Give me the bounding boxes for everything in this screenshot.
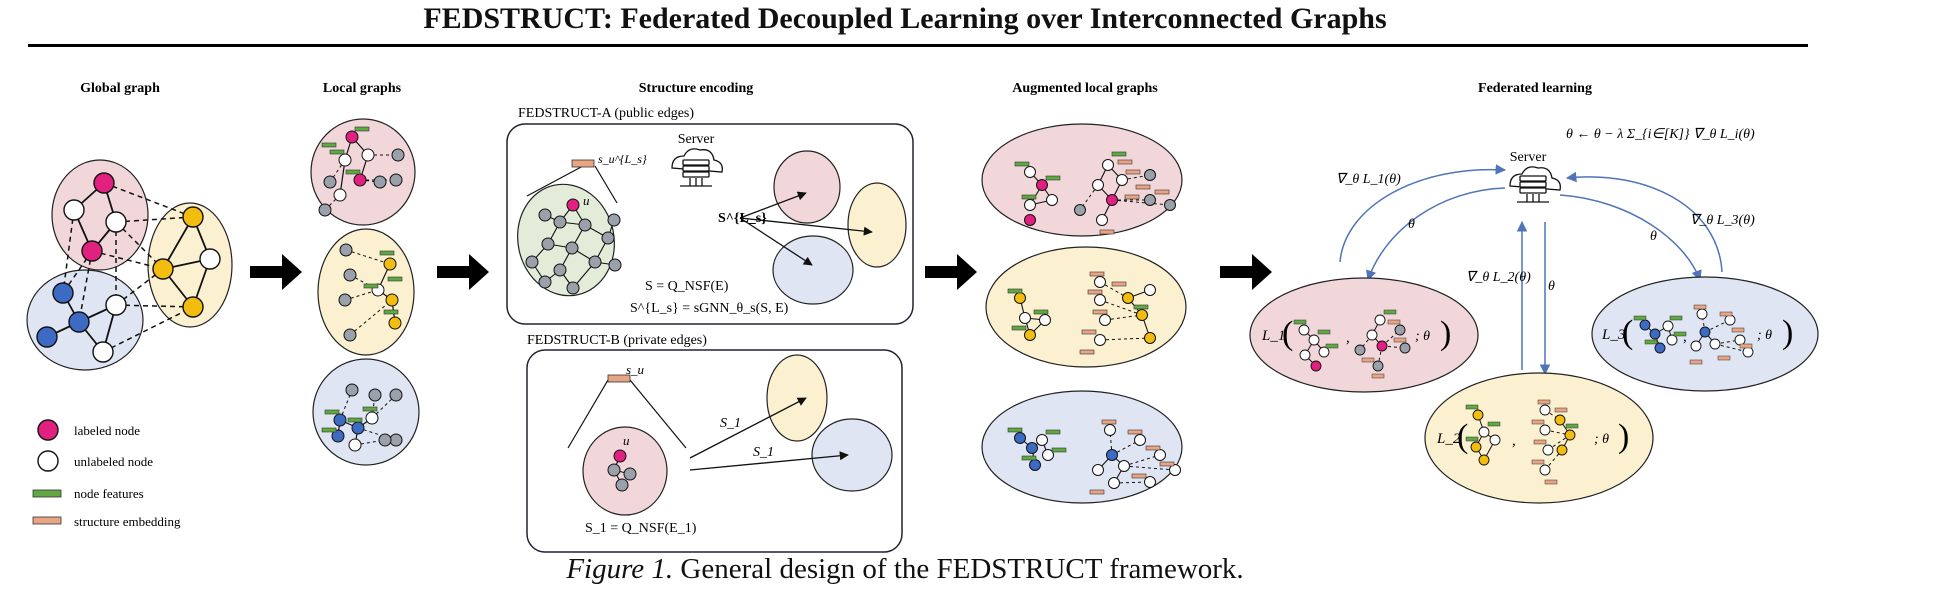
region-blue-b — [811, 418, 893, 492]
equation-s-ls: S^{L_s} = sGNN_θ_s(S, E) — [630, 301, 789, 316]
grad-l1-label: ∇_θ L_1(θ) — [1336, 172, 1401, 187]
augmented-graph-yellow — [985, 246, 1187, 368]
update-rule: θ ← θ − λ Σ_{i∈[K]} ∇_θ L_i(θ) — [1566, 127, 1755, 142]
equation-s1: S_1 = Q_NSF(E_1) — [585, 521, 697, 536]
embedding-su-label: s_u^{L_s} — [598, 152, 647, 166]
legend-structure-embedding-swatch — [32, 516, 62, 525]
region-yellow-b — [766, 354, 828, 442]
semicolon-theta-2: ; θ — [1594, 432, 1609, 447]
flow-arrow-1 — [250, 254, 302, 290]
loss-l2: L_2 — [1436, 431, 1461, 447]
paren-close-2: ) — [1618, 418, 1629, 455]
equation-s: S = Q_NSF(E) — [645, 279, 729, 294]
figure-title-text: FEDSTRUCT: Federated Decoupled Learning … — [423, 2, 1387, 35]
legend: labeled node unlabeled node node feature… — [32, 419, 181, 529]
local-graph-blue — [312, 358, 420, 466]
grad-l3-label: ∇_θ L_3(θ) — [1690, 213, 1755, 228]
comma-3: , — [1683, 329, 1687, 345]
region-pink-a — [773, 150, 841, 224]
set-s1-label-a: S_1 — [720, 416, 741, 431]
augmented-graph-pink — [981, 123, 1183, 237]
figure-title: FEDSTRUCT: Federated Decoupled Learning … — [0, 2, 1810, 36]
flow-arrow-3 — [925, 254, 977, 290]
semicolon-theta-3: ; θ — [1757, 328, 1772, 343]
panel-title-structure-encoding: Structure encoding — [639, 81, 753, 96]
grad-l2-label: ∇_θ L_2(θ) — [1466, 270, 1531, 285]
loss-l1: L_1 — [1261, 328, 1285, 344]
flow-arrows — [250, 254, 1272, 290]
panel-title-federated-learning: Federated learning — [1478, 81, 1592, 96]
panel-title-global-graph: Global graph — [80, 81, 160, 96]
client-3: L_3 ( ) , ; θ — [1591, 276, 1819, 392]
paren-open-1: ( — [1282, 315, 1293, 352]
node-u-label-a: u — [583, 193, 590, 208]
panel-title-augmented-local-graphs: Augmented local graphs — [1012, 81, 1158, 96]
node-u-label-b: u — [623, 433, 630, 448]
flow-arrow-4 — [1220, 254, 1272, 290]
embedding-bar-b — [607, 374, 631, 383]
legend-node-features-swatch — [32, 489, 62, 498]
augmented-graph-blue — [981, 390, 1183, 504]
paren-close-1: ) — [1440, 315, 1451, 352]
legend-labeled-node: labeled node — [74, 423, 140, 438]
legend-unlabeled-node: unlabeled node — [74, 454, 153, 469]
legend-structure-embedding: structure embedding — [74, 514, 181, 529]
paren-close-3: ) — [1782, 314, 1793, 351]
client-2: L_2 ( ) , ; θ — [1424, 372, 1654, 504]
server-label-a: Server — [678, 132, 715, 147]
local-graph-yellow — [317, 228, 415, 356]
variant-a-title: FEDSTRUCT-A (public edges) — [518, 106, 694, 121]
client-1: L_1 ( ) , ; θ — [1249, 277, 1479, 393]
region-yellow-a — [847, 182, 907, 268]
set-s1-label-b: S_1 — [753, 445, 774, 460]
legend-unlabeled-node-swatch — [37, 450, 59, 472]
theta-label-1: θ — [1408, 217, 1415, 232]
caption-text-post: framework. — [1109, 553, 1244, 585]
server-icon — [671, 148, 723, 187]
caption-text-pre: General design of the — [680, 553, 930, 585]
variant-a-box: FEDSTRUCT-A (public edges) u s_u^{L_s — [506, 106, 914, 325]
variant-b-box: FEDSTRUCT-B (private edges) s_u u S_1 S_… — [526, 333, 903, 553]
server-label-fl: Server — [1510, 150, 1547, 165]
semicolon-theta-1: ; θ — [1415, 329, 1430, 344]
paren-open-2: ( — [1457, 418, 1468, 455]
embedding-bar — [571, 159, 595, 168]
region-pink — [51, 159, 149, 271]
federated-learning: θ ← θ − λ Σ_{i∈[K]} ∇_θ L_i(θ) Server ∇_… — [1249, 127, 1819, 504]
flow-arrow-2 — [437, 254, 489, 290]
variant-b-title: FEDSTRUCT-B (private edges) — [527, 333, 707, 348]
local-graph-pink — [310, 118, 416, 226]
title-rule — [28, 44, 1808, 47]
theta-label-3: θ — [1650, 229, 1657, 244]
legend-labeled-node-swatch — [37, 419, 59, 441]
caption-figure-label: Figure 1. — [566, 553, 674, 585]
theta-label-2: θ — [1548, 279, 1555, 294]
matrix-s-ls-label: S^{L_s} — [718, 211, 767, 226]
global-graph — [26, 159, 233, 371]
panel-title-local-graphs: Local graphs — [323, 81, 402, 96]
server-icon-fl — [1509, 166, 1561, 203]
comma-1: , — [1346, 330, 1350, 346]
caption-name: FEDSTRUCT — [936, 553, 1102, 585]
figure-caption: Figure 1. General design of the FEDSTRUC… — [0, 553, 1810, 586]
comma-2: , — [1512, 433, 1516, 449]
paren-open-3: ( — [1622, 314, 1633, 351]
loss-l3: L_3 — [1601, 327, 1625, 343]
legend-node-features: node features — [74, 486, 144, 501]
embedding-su-b-label: s_u — [626, 362, 645, 377]
region-blue-a — [772, 235, 854, 305]
